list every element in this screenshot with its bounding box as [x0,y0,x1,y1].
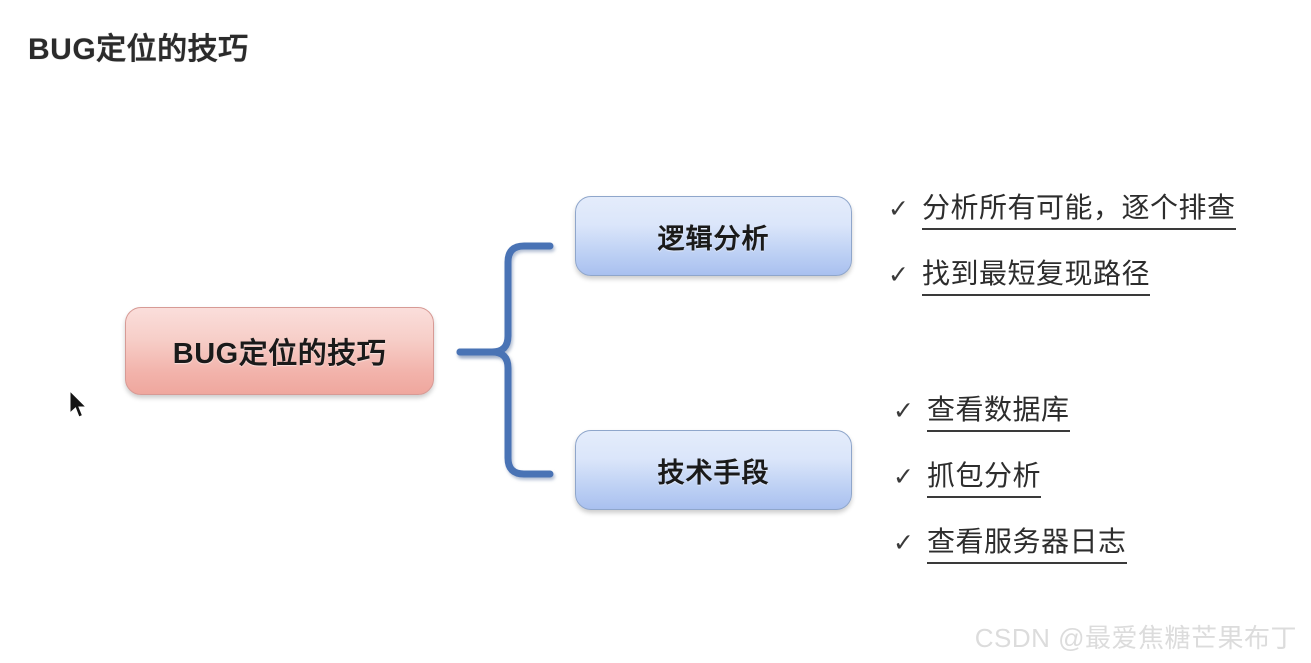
check-icon: ✓ [893,463,914,491]
check-icon: ✓ [893,397,914,425]
check-icon: ✓ [888,195,909,223]
list-item-label: 查看服务器日志 [927,524,1127,564]
list-item[interactable]: ✓ 找到最短复现路径 [888,256,1236,296]
mindmap-branch-node-label: 逻辑分析 [657,223,770,254]
list-item-label: 抓包分析 [927,458,1042,498]
list-item[interactable]: ✓ 查看服务器日志 [893,524,1127,564]
mindmap-branch-node-logical-analysis[interactable]: 逻辑分析 [575,196,852,276]
watermark: CSDN @最爱焦糖芒果布丁 [974,623,1297,653]
bullet-list-logical-analysis: ✓ 分析所有可能，逐个排查 ✓ 找到最短复现路径 [888,190,1236,322]
list-item[interactable]: ✓ 抓包分析 [893,458,1127,498]
mindmap-branch-node-technical-means[interactable]: 技术手段 [575,430,852,510]
mouse-pointer-icon [69,390,88,418]
check-icon: ✓ [893,529,914,557]
page-title: BUG定位的技巧 [28,33,249,66]
list-item-label: 查看数据库 [927,392,1070,432]
list-item-label: 找到最短复现路径 [922,256,1151,296]
mindmap-root-node-label: BUG定位的技巧 [172,338,387,370]
mindmap-root-node[interactable]: BUG定位的技巧 [125,307,434,395]
list-item-label: 分析所有可能，逐个排查 [922,190,1236,230]
list-item[interactable]: ✓ 查看数据库 [893,392,1127,432]
check-icon: ✓ [888,261,909,289]
mindmap-branch-node-label: 技术手段 [657,457,770,488]
list-item[interactable]: ✓ 分析所有可能，逐个排查 [888,190,1236,230]
bullet-list-technical-means: ✓ 查看数据库 ✓ 抓包分析 ✓ 查看服务器日志 [893,392,1127,590]
